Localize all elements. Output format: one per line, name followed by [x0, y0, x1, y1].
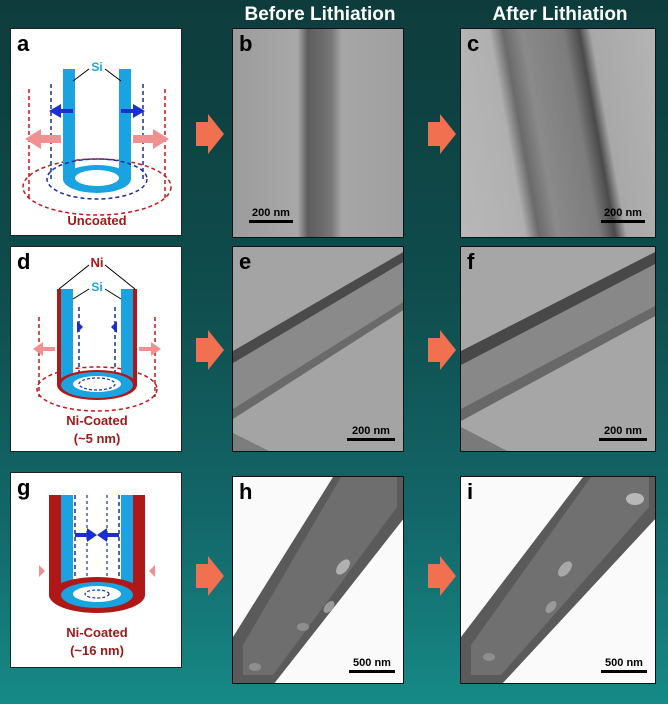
- process-arrow-icon: [196, 114, 224, 154]
- coating-label-ni: Ni: [91, 255, 104, 270]
- micrograph-after-ni-5nm: f 200 nm: [460, 246, 656, 452]
- process-arrow-icon: [196, 330, 224, 370]
- material-label-si: Si: [91, 280, 102, 294]
- diagram-caption: Uncoated: [67, 213, 126, 228]
- process-arrow-icon: [428, 114, 456, 154]
- process-arrow-icon: [428, 556, 456, 596]
- process-arrow-icon: [196, 556, 224, 596]
- column-heading-after: After Lithiation: [492, 4, 628, 25]
- diagram-caption-line1: Ni-Coated: [66, 625, 127, 640]
- micrograph-before-ni-16nm: h 500 nm: [232, 476, 404, 684]
- diagram-uncoated: Si Uncoated a: [10, 28, 182, 236]
- panel-label: g: [17, 475, 31, 500]
- diagram-ni-5nm-drawing: Ni Si Ni-Coated (~5 nm): [33, 255, 161, 446]
- scale-bar: 200 nm: [249, 207, 293, 223]
- diagram-uncoated-drawing: Si Uncoated: [22, 60, 172, 228]
- scale-bar: 500 nm: [601, 657, 647, 673]
- micrograph-texture: [233, 477, 403, 683]
- panel-label: f: [467, 249, 475, 274]
- micrograph-before-ni-5nm: e 200 nm: [232, 246, 404, 452]
- scale-bar-label: 500 nm: [605, 657, 643, 669]
- scale-bar: 200 nm: [601, 207, 645, 223]
- panel-label: c: [467, 31, 480, 56]
- process-arrow-icon: [428, 330, 456, 370]
- panel-label: e: [239, 249, 252, 274]
- scale-bar: 200 nm: [347, 425, 395, 441]
- panel-label: h: [239, 479, 253, 504]
- scale-bar: 500 nm: [349, 657, 395, 673]
- scale-bar-label: 200 nm: [604, 425, 642, 437]
- diagram-caption-line2: (~5 nm): [74, 431, 121, 446]
- micrograph-after-ni-16nm: i 500 nm: [460, 476, 656, 684]
- scale-bar-label: 200 nm: [252, 207, 290, 219]
- panel-label: i: [467, 479, 474, 504]
- micrograph-before-uncoated: b 200 nm: [232, 28, 404, 238]
- material-label-si: Si: [91, 60, 102, 74]
- micrograph-texture: [461, 252, 655, 451]
- panel-label: d: [17, 249, 31, 274]
- diagram-ni-16nm-drawing: Ni-Coated (~16 nm): [39, 495, 155, 658]
- panel-label: a: [17, 31, 30, 56]
- micrograph-after-uncoated: c 200 nm: [460, 28, 656, 238]
- column-heading-before: Before Lithiation: [244, 4, 396, 25]
- diagram-ni-coated-5nm: Ni Si Ni-Coated (~5 nm) d: [10, 246, 182, 452]
- scale-bar-label: 200 nm: [352, 425, 390, 437]
- micrograph-texture: [461, 477, 655, 683]
- scale-bar: 200 nm: [599, 425, 647, 441]
- scale-bar-label: 200 nm: [604, 207, 642, 219]
- scale-bar-label: 500 nm: [353, 657, 391, 669]
- micrograph-texture: [233, 252, 403, 451]
- diagram-caption-line1: Ni-Coated: [66, 413, 127, 428]
- diagram-ni-coated-16nm: Ni-Coated (~16 nm) g: [10, 472, 182, 668]
- panel-label: b: [239, 31, 253, 56]
- diagram-caption-line2: (~16 nm): [70, 643, 124, 658]
